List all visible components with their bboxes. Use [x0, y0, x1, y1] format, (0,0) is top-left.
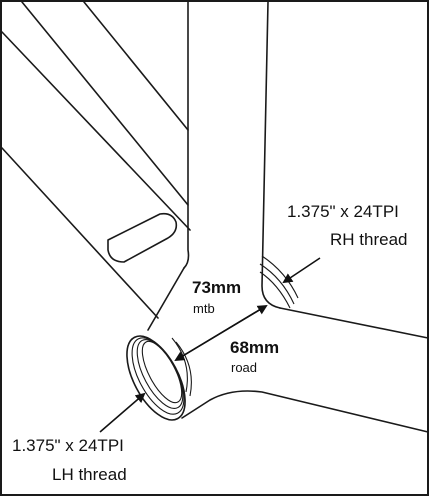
lh-spec-label: 1.375" x 24TPI	[12, 436, 124, 455]
down-tube-upper-edge	[279, 307, 429, 339]
seat-stay-edge	[83, 1, 189, 131]
seat-tube-edge	[261, 1, 281, 309]
down-tube-lower-edge	[181, 390, 429, 433]
rh-thread-mark	[259, 271, 291, 309]
lh-thread-label: LH thread	[52, 465, 127, 484]
seat-stay-edge	[21, 1, 189, 206]
road-width-label: road	[231, 360, 258, 375]
width-arrow-right	[175, 304, 268, 361]
rh-thread-mark	[259, 263, 295, 305]
rh-spec-label: 1.375" x 24TPI	[287, 202, 399, 221]
bb-shell-edge	[147, 267, 185, 331]
chainstay-bridge	[107, 212, 178, 263]
mtb-width-value: 73mm	[192, 278, 242, 297]
mtb-width-label: mtb	[193, 301, 215, 316]
chain-stay-edge	[1, 147, 159, 319]
rh-thread-label: RH thread	[330, 230, 408, 249]
road-width-value: 68mm	[230, 338, 280, 357]
chain-stay-edge	[1, 31, 191, 231]
rh-leader-arrow	[282, 257, 321, 284]
lh-threaded-cup	[126, 335, 192, 421]
lh-leader-arrow	[99, 392, 146, 433]
seat-tube-edge	[183, 1, 190, 269]
